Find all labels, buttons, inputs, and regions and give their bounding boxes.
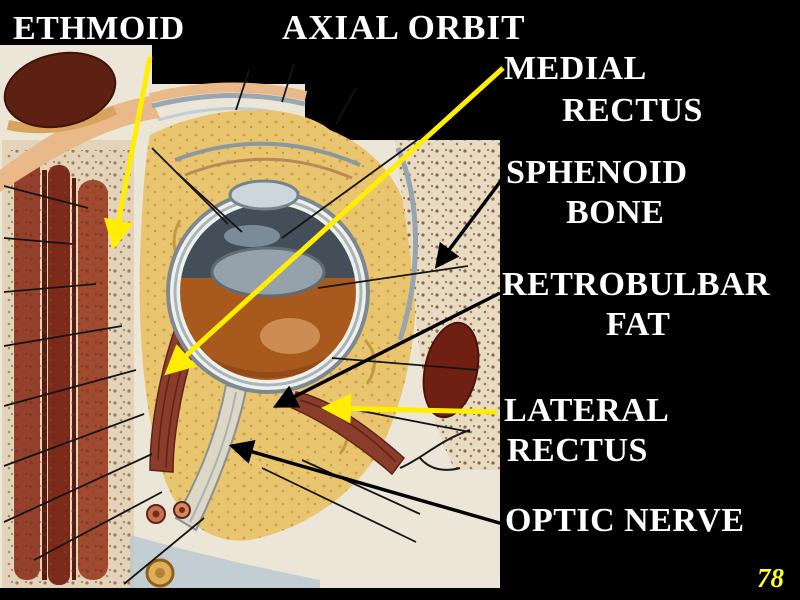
ethmoid-sinus-region xyxy=(2,140,134,588)
label-lateral-rectus-line2: RECTUS xyxy=(507,432,648,469)
label-sphenoid-line1: SPHENOID xyxy=(506,154,688,191)
page-number: 78 xyxy=(757,563,784,593)
vessel-1-lumen xyxy=(152,510,160,518)
label-medial-rectus-line1: MEDIAL xyxy=(504,50,647,87)
label-retrobulbar-line2: FAT xyxy=(606,306,671,343)
label-retrobulbar-line1: RETROBULBAR xyxy=(502,266,771,303)
cornea xyxy=(228,179,300,211)
label-optic-nerve: OPTIC NERVE xyxy=(505,502,745,539)
slide-title: AXIAL ORBIT xyxy=(282,8,526,47)
bottom-wash xyxy=(130,535,320,588)
axial-orbit-illustration xyxy=(0,45,500,588)
optic-nerve-structure xyxy=(174,383,248,532)
label-ethmoid: ETHMOID xyxy=(13,10,185,47)
label-medial-rectus-line2: RECTUS xyxy=(562,92,703,129)
label-lateral-rectus-line1: LATERAL xyxy=(504,392,670,429)
vessel-2-lumen xyxy=(179,507,185,513)
label-sphenoid-line2: BONE xyxy=(566,194,665,231)
bottom-ring-core xyxy=(155,568,165,578)
